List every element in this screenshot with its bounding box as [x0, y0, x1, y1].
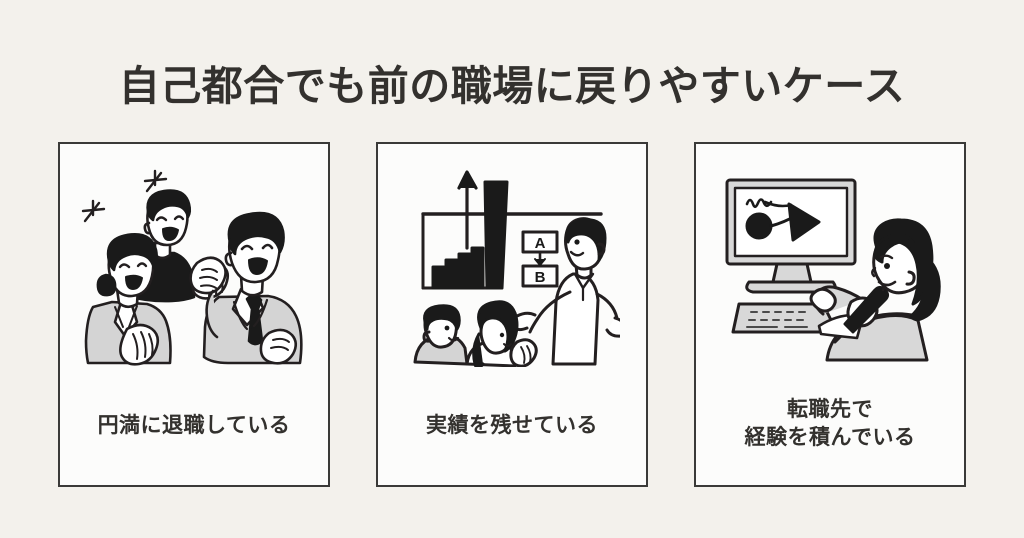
- page-title: 自己都合でも前の職場に戻りやすいケース: [118, 63, 906, 109]
- ab-diagram: A B: [521, 230, 558, 287]
- card-caption: 転職先で 経験を積んでいる: [696, 396, 964, 453]
- computer-work-svg: [725, 178, 941, 362]
- computer-monitor: [725, 178, 857, 294]
- person-right-businessman: [189, 211, 303, 365]
- presentation-bar-chart-illustration: A B: [378, 144, 646, 384]
- presentation-svg: A B: [413, 169, 620, 367]
- caption-line: 実績を残せている: [426, 414, 598, 437]
- person-woman-working: [809, 218, 941, 362]
- audience-man: [413, 303, 468, 365]
- three-people-applauding-illustration: [60, 144, 328, 384]
- applauding-people-svg: [81, 169, 303, 366]
- spark-mark-center: [143, 169, 168, 192]
- growth-arrow: [456, 169, 478, 250]
- spark-mark-left: [81, 199, 106, 222]
- screen-graphic: [745, 198, 821, 242]
- card-enmanni-taishoku: 円満に退職している: [58, 142, 330, 487]
- card-jisseki-nokoseteiru: A B: [376, 142, 648, 487]
- card-tenshokusaki-keiken: 転職先で 経験を積んでいる: [694, 142, 966, 487]
- ab-label-b: B: [534, 269, 545, 286]
- bar-chart: [431, 180, 508, 289]
- caption-line: 転職先で: [787, 398, 873, 421]
- woman-at-computer-illustration: [696, 144, 964, 384]
- card-caption: 実績を残せている: [378, 412, 646, 440]
- person-left-woman: [84, 232, 172, 366]
- keyboard: [731, 302, 839, 334]
- ab-label-a: A: [534, 235, 545, 252]
- audience-woman: [465, 299, 538, 367]
- caption-line: 円満に退職している: [97, 414, 291, 437]
- caption-line: 経験を積んでいる: [744, 426, 916, 450]
- card-caption: 円満に退職している: [60, 412, 328, 440]
